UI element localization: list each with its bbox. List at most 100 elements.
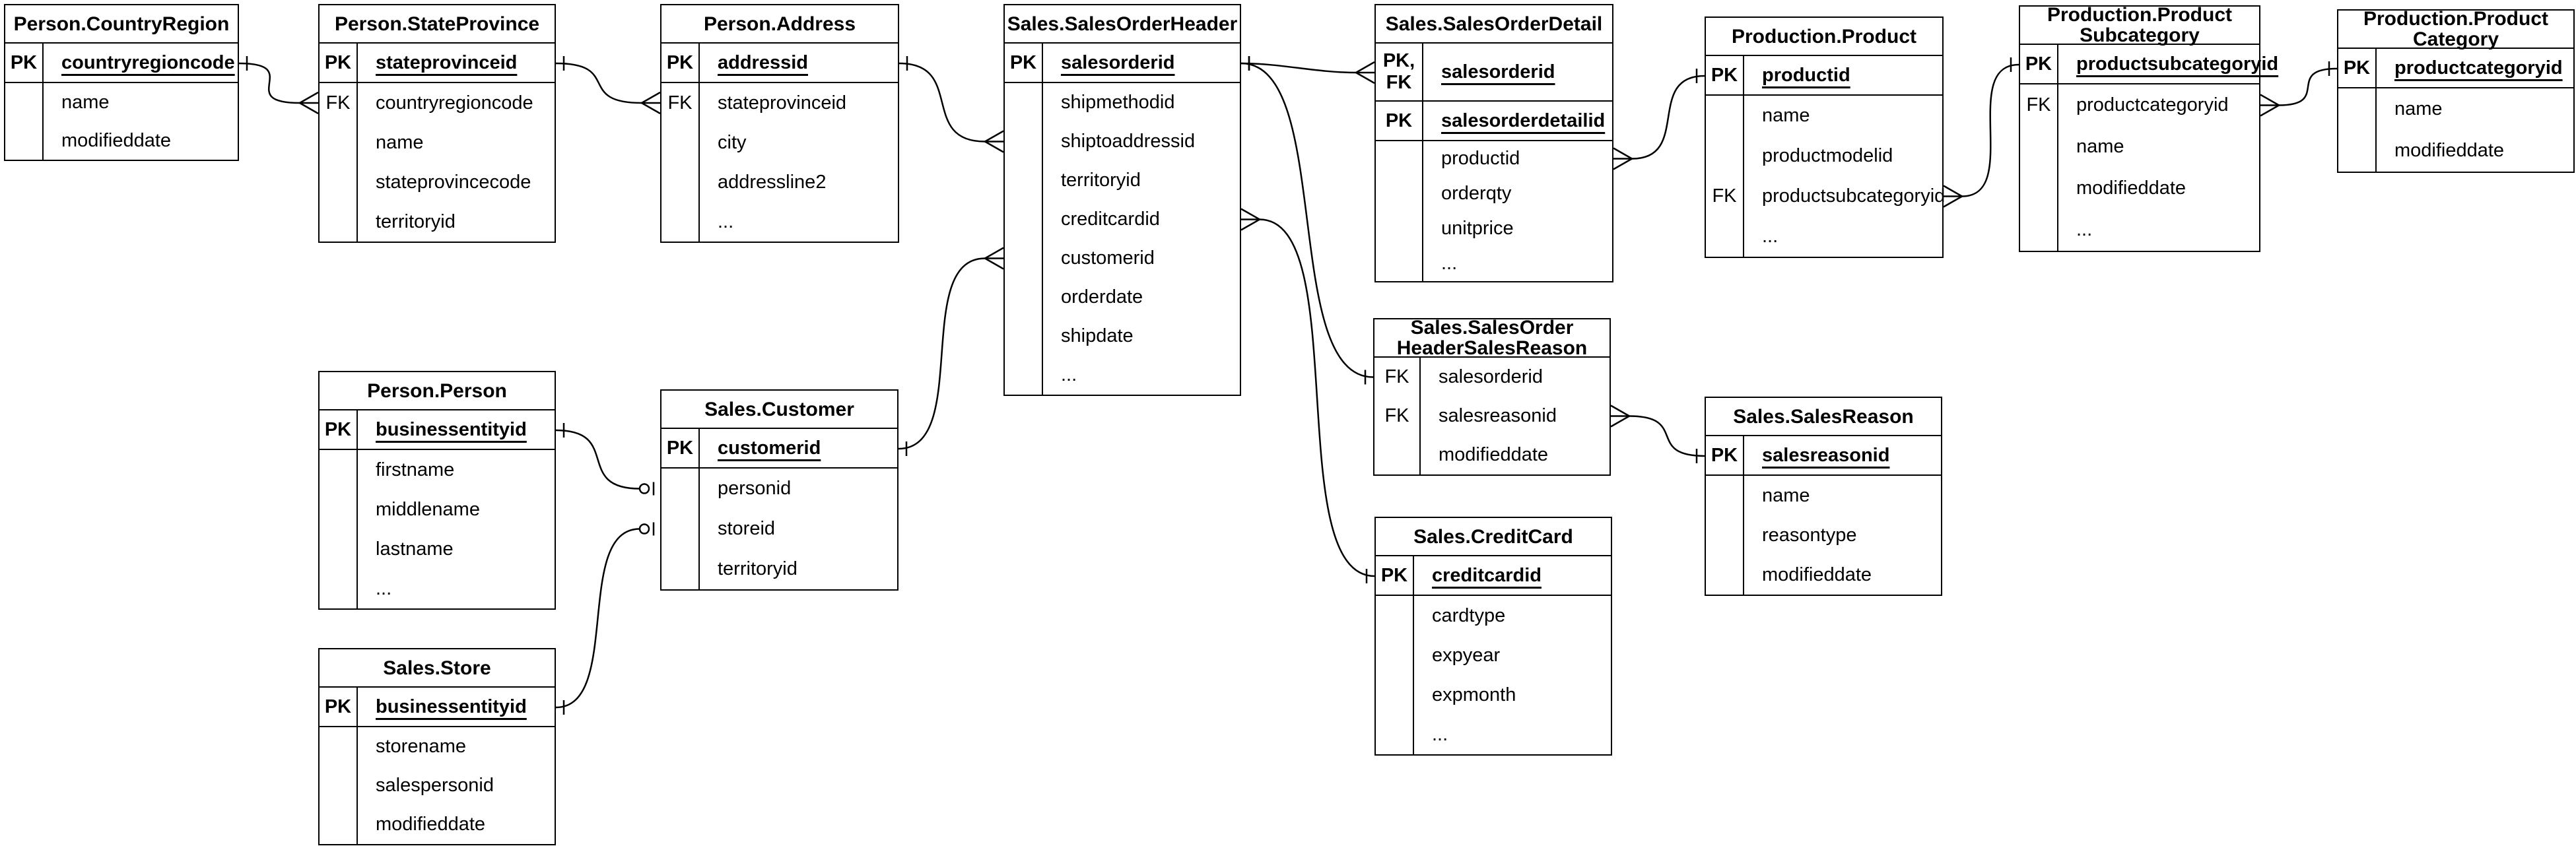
table-title-line: Production.Product [1732, 25, 1916, 48]
column-name-cell: productsubcategoryid [1744, 176, 1945, 216]
relationship-edge-address-salesorderheader[interactable] [898, 56, 1004, 153]
table-row-more: ... [2020, 209, 2259, 251]
relationship-edge-store-customer[interactable] [555, 522, 655, 715]
key-label-cell [661, 123, 700, 162]
table-title-line: Person.StateProvince [334, 13, 540, 35]
key-label-cell [5, 121, 44, 160]
column-name: addressline2 [718, 171, 827, 193]
column-name-cell: addressline2 [700, 162, 898, 202]
key-label-cell [320, 123, 358, 162]
key-label-cell [2020, 209, 2058, 251]
key-label-cell [1005, 83, 1043, 122]
column-name: shipdate [1061, 325, 1134, 346]
column-name-cell: creditcardid [1414, 556, 1611, 595]
table-title-line: Sales.SalesOrderDetail [1385, 13, 1603, 35]
column-name-cell: territoryid [700, 549, 897, 589]
column-name-cell: ... [1744, 216, 1942, 257]
column-name: name [1762, 484, 1810, 506]
table-row-modifieddate: modifieddate [1374, 436, 1610, 474]
column-name-cell: expyear [1414, 635, 1611, 675]
column-name-cell: name [1744, 96, 1942, 136]
relationship-edge-salesorderdetail-product[interactable] [1613, 69, 1705, 170]
relationship-edge-salesorderheader-creditcard[interactable] [1240, 208, 1375, 584]
key-label-cell: PK [320, 44, 358, 82]
column-name-cell: stateprovincecode [358, 162, 555, 202]
column-name: stateprovinceid [376, 51, 518, 73]
table-title-line: Person.Person [367, 379, 507, 402]
key-label: PK [1380, 564, 1408, 586]
key-label-cell [661, 509, 700, 549]
column-name-cell: productcategoryid [2058, 84, 2259, 126]
column-name: salesreasonid [1439, 405, 1557, 426]
column-name: productid [1762, 64, 1850, 86]
column-name: countryregioncode [376, 92, 533, 114]
key-label-cell [5, 83, 44, 121]
table-title-line: Category [2412, 28, 2499, 50]
key-label-cell [320, 450, 358, 490]
table-row-name: name [1706, 476, 1941, 515]
column-name: territoryid [376, 211, 456, 232]
column-name-cell: lastname [358, 529, 555, 569]
relationship-edge-productsubcategory-productcategory[interactable] [2260, 61, 2338, 117]
table-row-city: city [661, 123, 898, 162]
column-name-cell: personid [700, 469, 897, 509]
table-row-territoryid: territoryid [320, 202, 555, 242]
key-label: PK [1711, 64, 1738, 86]
column-name: cardtype [1432, 604, 1506, 626]
table-row-stateprovinceid: PK stateprovinceid [320, 44, 555, 83]
relationship-edge-stateprovince-address[interactable] [555, 56, 661, 115]
column-name: name [1762, 105, 1810, 126]
table-row-name: name [2338, 88, 2573, 130]
column-name-cell: modifieddate [1744, 555, 1941, 595]
table-row-personid: personid [661, 469, 897, 509]
relationship-edge-countryregion-stateprovince[interactable] [238, 56, 319, 115]
column-name-cell: productcategoryid [2377, 49, 2573, 87]
table-row-productid: productid [1376, 141, 1612, 176]
table-row-cardtype: cardtype [1376, 596, 1611, 635]
key-label-cell: PK [2020, 45, 2058, 83]
table-row-storename: storename [320, 727, 555, 766]
column-name: personid [718, 478, 792, 499]
column-name-cell: storeid [700, 509, 897, 549]
key-label: FK [2026, 94, 2051, 115]
table-row-orderqty: orderqty [1376, 176, 1612, 211]
key-label-cell: FK [1374, 358, 1421, 397]
relationship-edge-salesorderheader-sohsalesreason[interactable] [1240, 56, 1374, 385]
key-label: FK [1712, 185, 1737, 207]
relationship-edge-product-productsubcategory[interactable] [1943, 57, 2019, 208]
table-title-line: Subcategory [2080, 24, 2200, 46]
relationship-edge-customer-salesorderheader[interactable] [898, 247, 1004, 457]
table-title-line: Person.CountryRegion [13, 13, 230, 35]
key-label-cell [1005, 200, 1043, 239]
column-name-cell: reasontype [1744, 515, 1941, 555]
key-label: PK [324, 696, 352, 717]
key-label-cell [1376, 246, 1423, 281]
key-label-cell [1706, 136, 1744, 176]
key-label: PK [2343, 57, 2371, 79]
key-label: PK [666, 437, 694, 459]
table-row-middlename: middlename [320, 490, 555, 529]
column-name-cell: salesorderid [1423, 44, 1612, 100]
column-name-cell: salesreasonid [1744, 436, 1941, 474]
relationship-edge-person-customer[interactable] [555, 423, 655, 496]
column-name: name [61, 91, 110, 113]
relationship-edge-sohsalesreason-salesreason[interactable] [1610, 405, 1705, 464]
